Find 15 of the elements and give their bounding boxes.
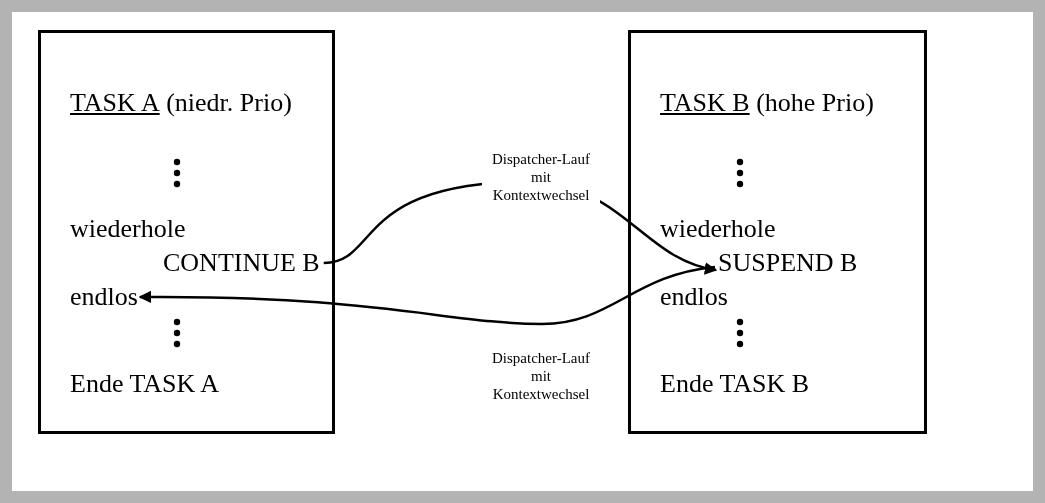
code-line: endlos bbox=[70, 282, 138, 312]
code-line: SUSPEND B bbox=[718, 248, 858, 278]
arrow bbox=[138, 265, 716, 326]
task-box bbox=[628, 30, 927, 434]
code-line: wiederhole bbox=[660, 214, 776, 244]
task-name: TASK B bbox=[660, 88, 750, 118]
code-line: Ende TASK A bbox=[70, 369, 220, 399]
code-line: Ende TASK B bbox=[660, 369, 810, 399]
priority-note: (hohe Prio) bbox=[756, 88, 874, 118]
task-name: TASK A bbox=[70, 88, 160, 118]
code-line: CONTINUE B bbox=[163, 248, 320, 278]
code-line: wiederhole bbox=[70, 214, 186, 244]
code-line: endlos bbox=[660, 282, 728, 312]
priority-note: (niedr. Prio) bbox=[166, 88, 292, 118]
task-box bbox=[38, 30, 335, 434]
